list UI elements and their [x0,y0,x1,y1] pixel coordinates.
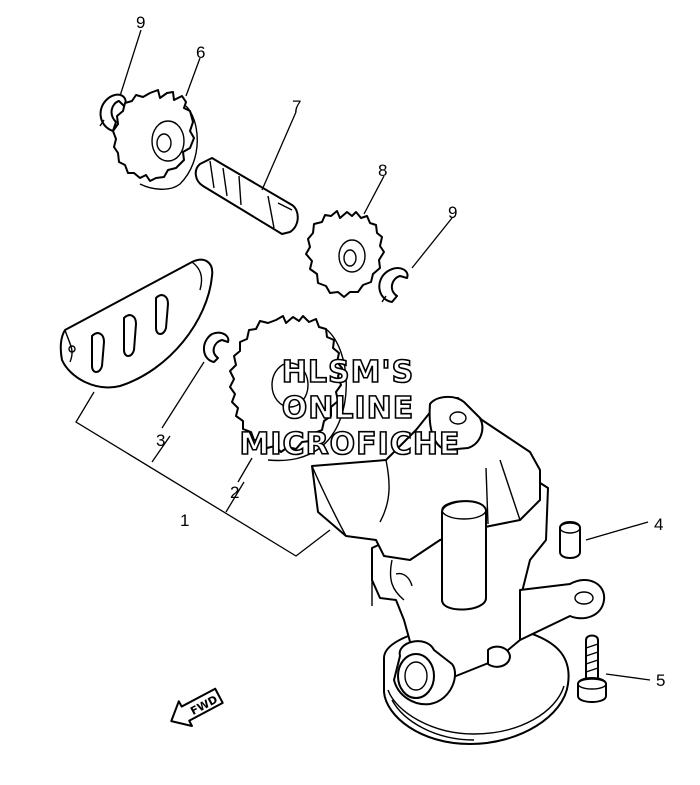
callout-9-right: 9 [448,203,457,222]
leader-lines [75,29,651,681]
gear-top-left [112,89,198,190]
gear-large [229,315,347,462]
watermark-line-2: ONLINE [282,391,415,426]
bolt [577,634,607,703]
dowel-pin [559,521,581,559]
strainer-cover [59,258,214,389]
circlip-top-left [99,93,127,132]
oil-pump-body [311,396,606,745]
callout-labels: 9 6 7 8 9 3 2 1 4 5 [136,13,665,690]
callout-2: 2 [230,483,239,502]
callout-7: 7 [292,97,301,116]
callout-5: 5 [656,671,665,690]
callout-8: 8 [378,161,387,180]
pump-shaft [194,157,299,235]
watermark: HLSM'S ONLINE MICROFICHE [239,354,461,463]
watermark-line-3: MICROFICHE [240,427,461,462]
callout-1: 1 [180,511,189,530]
callout-9-top: 9 [136,13,145,32]
circlip-middle-right [378,267,409,303]
gear-middle [305,210,385,298]
watermark-line-1: HLSM'S [282,355,414,390]
forward-direction-arrow: FWD [170,687,224,727]
callout-3: 3 [156,431,165,450]
circlip-small [203,331,230,363]
callout-6: 6 [196,43,205,62]
callout-4: 4 [654,515,663,534]
